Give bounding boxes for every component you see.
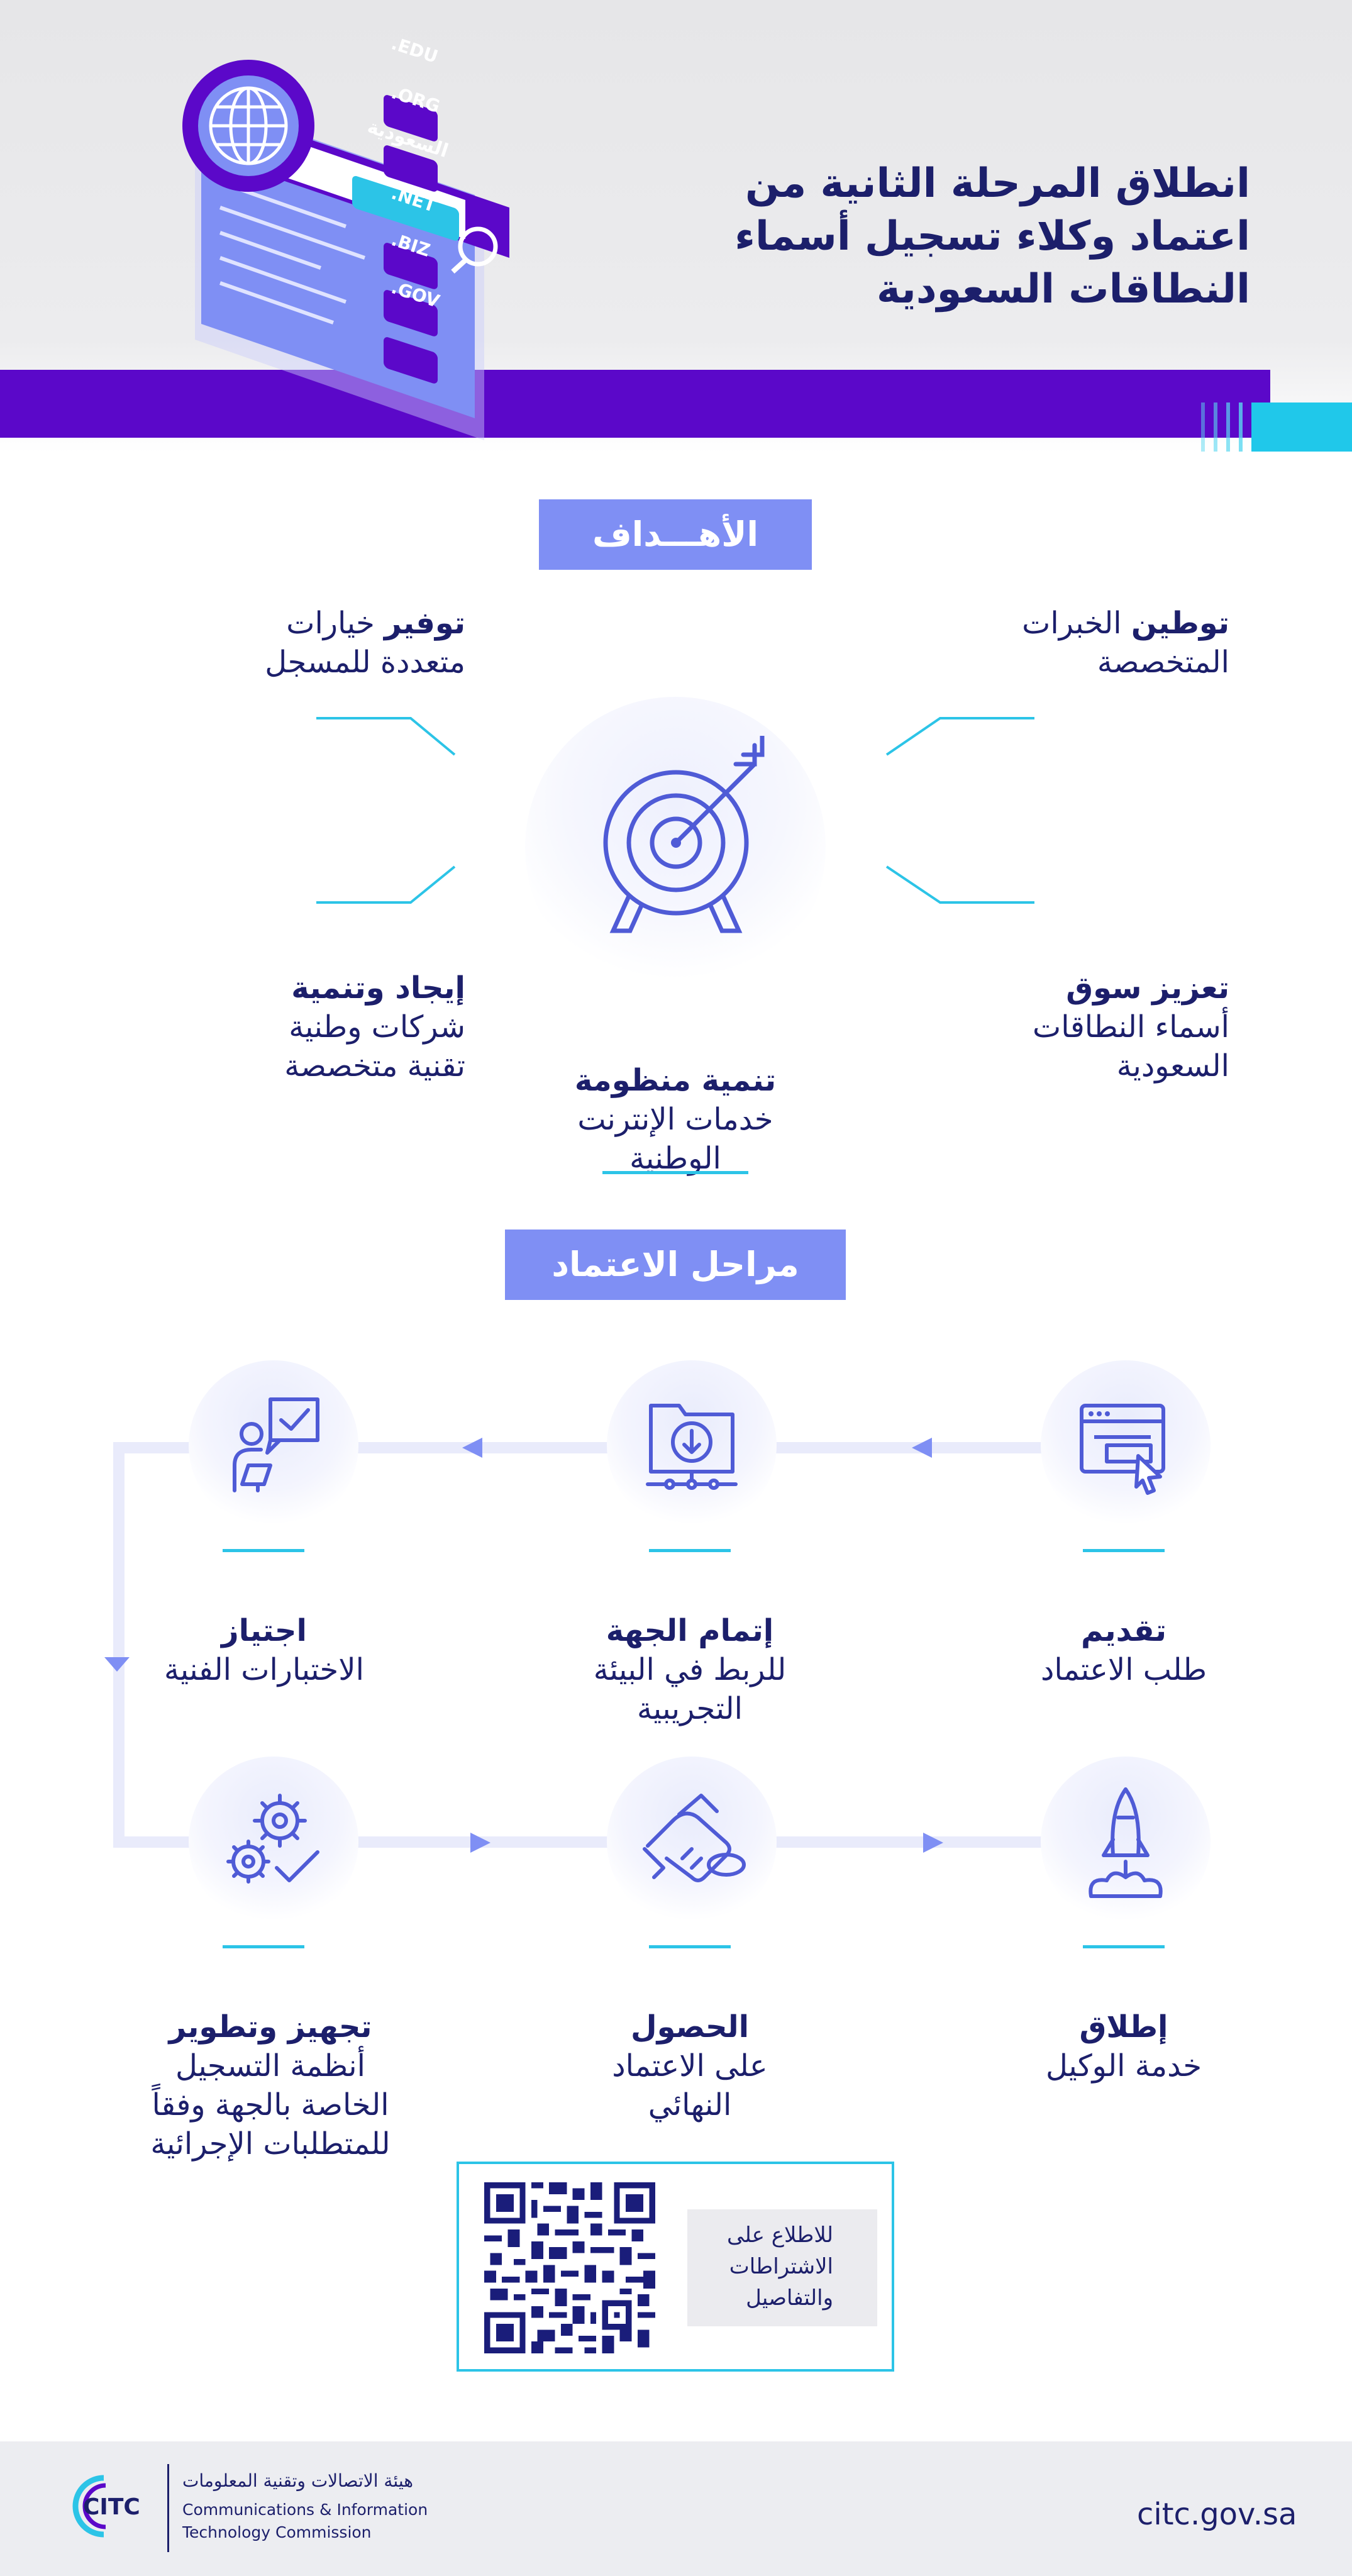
goal-connector-lines	[316, 717, 1034, 904]
process-arrows	[104, 1438, 943, 1853]
organization-name-arabic: هيئة الاتصالات وتقنية المعلومات	[182, 2470, 414, 2491]
qr-caption: للاطلاع على الاشتراطات والتفاصيل	[727, 2223, 833, 2311]
gears-check-icon	[226, 1794, 319, 1884]
stage-sandbox-integration: إتمام الجهة للربط في البيئة التجريبية	[533, 1572, 847, 1728]
download-folder-icon	[646, 1404, 738, 1490]
qr-caption-box: للاطلاع على الاشتراطات والتفاصيل	[687, 2209, 877, 2326]
stripe-decoration	[1226, 402, 1230, 452]
stage-pass-technical-tests: اجتياز الاختبارات الفنية	[113, 1572, 415, 1689]
goal-item-internet-ecosystem: تنمية منظومة خدمات الإنترنت الوطنية	[487, 1022, 864, 1178]
goals-section-tag: الأهـــداف	[539, 499, 812, 570]
goal-bold: توفير	[384, 606, 465, 641]
stage-bold: الحصول	[630, 2009, 750, 2045]
stage-underline	[649, 1945, 731, 1948]
stage-text: طلب الاعتماد	[1040, 1652, 1207, 1687]
goal-item-national-companies: إيجاد وتنمية شركات وطنية تقنية متخصصة	[138, 930, 465, 1085]
stage-text: أنظمة التسجيل الخاصة بالجهة وفقاً للمتطل…	[150, 2048, 391, 2162]
goal-underline	[602, 1171, 748, 1174]
goal-text: شركات وطنية تقنية متخصصة	[284, 1009, 465, 1084]
footer	[0, 2441, 1352, 2576]
stage-bold: إطلاق	[1079, 2009, 1168, 2045]
goal-text: الخبرات المتخصصة	[1022, 606, 1229, 680]
goal-item-localize-expertise: توطين الخبرات المتخصصة	[915, 604, 1229, 682]
checklist-person-icon	[233, 1397, 319, 1492]
goal-text: خيارات متعددة للمسجل	[265, 606, 465, 680]
application-form-icon	[1080, 1404, 1165, 1495]
logo-text: CITC	[83, 2494, 140, 2520]
website-link[interactable]: citc.gov.sa	[1137, 2497, 1297, 2532]
stripe-decoration	[1201, 402, 1205, 452]
stage-underline	[1083, 1945, 1165, 1948]
logo-divider	[167, 2464, 169, 2552]
citc-logo: CITC	[72, 2475, 140, 2538]
goal-item-saudi-domain-market: تعزيز سوق أسماء النطاقات السعودية	[902, 930, 1229, 1085]
stripe-decoration	[1239, 402, 1243, 452]
stage-underline	[649, 1549, 731, 1552]
goal-bold: تنمية منظومة	[574, 1063, 777, 1098]
stage-prepare-systems: تجهيز وتطوير أنظمة التسجيل الخاصة بالجهة…	[94, 1968, 446, 2163]
stage-underline	[223, 1945, 304, 1948]
domain-search-illustration: .EDU .ORG السعودية .NET .BIZ .GOV	[182, 33, 509, 440]
stage-icon-background	[607, 1757, 777, 1926]
stage-bold: تقديم	[1081, 1613, 1166, 1648]
handshake-icon	[643, 1794, 746, 1882]
goal-text: أسماء النطاقات السعودية	[1033, 1009, 1229, 1084]
organization-name-english-line-2: Technology Commission	[182, 2523, 372, 2541]
process-track-vertical	[113, 1442, 125, 1848]
stage-text: الاختبارات الفنية	[164, 1652, 364, 1687]
stage-bold: تجهيز وتطوير	[169, 2009, 372, 2045]
target-icon	[603, 736, 765, 933]
stage-final-accreditation: الحصول على الاعتماد النهائي	[533, 1968, 847, 2124]
stage-submit-application: تقديم طلب الاعتماد	[973, 1572, 1275, 1689]
goal-bold: توطين	[1131, 606, 1229, 641]
stripe-decoration	[1214, 402, 1217, 452]
stage-underline	[1083, 1549, 1165, 1552]
stages-section-tag: مراحل الاعتماد	[505, 1230, 846, 1300]
goal-item-multiple-options: توفير خيارات متعددة للمسجل	[138, 604, 465, 682]
goal-bold: تعزيز سوق	[1066, 970, 1229, 1006]
stage-text: خدمة الوكيل	[1045, 2048, 1202, 2084]
goal-text: خدمات الإنترنت الوطنية	[577, 1102, 773, 1176]
header-purple-band	[0, 370, 1270, 438]
qr-code[interactable]	[484, 2182, 655, 2353]
stage-text: على الاعتماد النهائي	[612, 2048, 768, 2123]
stage-underline	[223, 1549, 304, 1552]
domain-tag-label: .EDU	[389, 33, 440, 67]
stage-launch-service: إطلاق خدمة الوكيل	[973, 1968, 1275, 2085]
header-cyan-accent	[1251, 402, 1352, 452]
stage-bold: إتمام الجهة	[606, 1613, 774, 1648]
goal-bold: إيجاد وتنمية	[291, 970, 465, 1006]
rocket-launch-icon	[1089, 1787, 1163, 1898]
stage-text: للربط في البيئة التجريبية	[593, 1652, 787, 1726]
organization-name-english-line-1: Communications & Information	[182, 2501, 428, 2519]
stage-bold: اجتياز	[221, 1613, 307, 1648]
stage-icon-background	[189, 1757, 358, 1926]
page-title: انطلاق المرحلة الثانية من اعتماد وكلاء ت…	[734, 160, 1250, 313]
